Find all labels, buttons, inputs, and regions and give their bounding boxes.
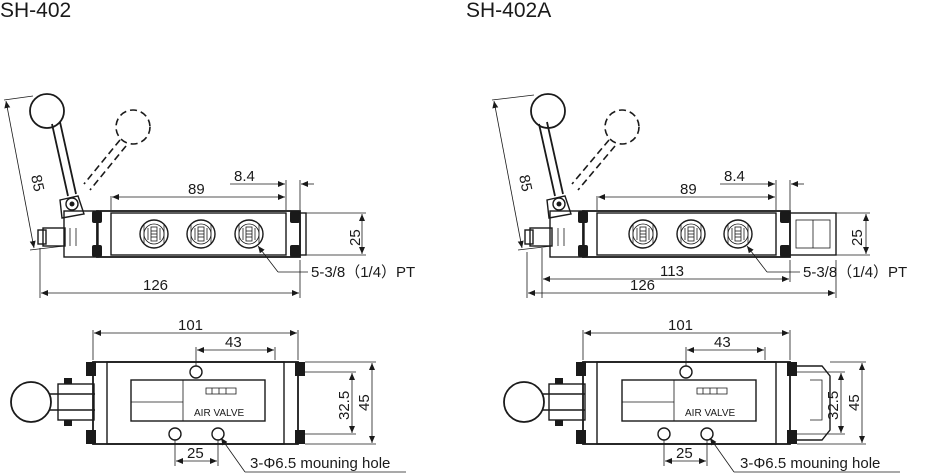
dim-body-length-right: 89 [680, 181, 697, 198]
mounting-hole-icon [168, 427, 182, 441]
port-icon [628, 219, 658, 249]
dim-hole-spacing-left: 43 [225, 334, 242, 351]
port-spec-right: 5-3/8（1/4）PT [803, 264, 907, 281]
port-icon [676, 219, 706, 249]
handle-knob-icon [10, 381, 52, 423]
port-icon [234, 219, 264, 249]
dim-plan-length-left: 101 [178, 317, 203, 334]
mounting-hole-icon [211, 427, 225, 441]
nameplate-right: AIR VALVE [685, 408, 736, 419]
dim-height-right: 25 [849, 229, 866, 246]
side-view-left: 85 89 8.4 25 5-3/8（1/4）PT 126 [3, 93, 415, 298]
port-icon [186, 219, 216, 249]
dim-inner-length-right: 113 [660, 263, 684, 280]
dim-total-length-left: 126 [143, 277, 168, 294]
handle-knob-icon [29, 93, 65, 129]
plan-body-right [582, 361, 791, 445]
model-title-left: SH-402 [0, 0, 71, 22]
dim-plan-length-right: 101 [668, 317, 693, 334]
dim-hole-spacing-right: 43 [714, 334, 731, 351]
port-spec-left: 5-3/8（1/4）PT [311, 264, 415, 281]
model-title-right: SH-402A [466, 0, 551, 22]
handle-knob-icon [530, 93, 566, 129]
mounting-hole-icon [700, 427, 714, 441]
plan-view-left: AIR VALVE 101 43 32.5 45 25 [10, 317, 406, 473]
dim-plan-height-inner-right: 32.5 [825, 391, 842, 420]
handle-alt-position-icon [115, 109, 151, 145]
dim-total-length-right: 126 [630, 277, 655, 294]
dim-handle-length-left: 85 [27, 173, 47, 193]
dim-body-length-left: 89 [188, 181, 205, 198]
handle-knob-icon [503, 381, 545, 423]
handle-alt-position-icon [604, 109, 640, 145]
dim-plan-height-outer-right: 45 [846, 394, 863, 411]
nameplate-left: AIR VALVE [194, 408, 245, 419]
dim-height-left: 25 [347, 229, 364, 246]
dim-end-offset-left: 8.4 [234, 168, 255, 185]
dim-hole-offset-right: 25 [676, 445, 693, 462]
mounting-hole-icon [189, 365, 203, 379]
plan-view-right: AIR VALVE 101 43 32.5 45 25 [503, 317, 900, 473]
valve-body-right [582, 210, 791, 258]
side-view-right: 85 89 8.4 25 5-3/8（1/4）PT 113 126 [491, 93, 907, 298]
mounting-hole-spec-left: 3-Φ6.5 mouning hole [250, 455, 390, 472]
port-icon [139, 219, 169, 249]
mounting-hole-spec-right: 3-Φ6.5 mouning hole [740, 455, 880, 472]
dim-end-offset-right: 8.4 [724, 168, 745, 185]
port-icon [723, 219, 753, 249]
plan-body-left [92, 361, 299, 445]
mounting-hole-icon [657, 427, 671, 441]
dim-handle-length-right: 85 [515, 173, 535, 193]
dim-plan-height-inner-left: 32.5 [336, 391, 353, 420]
dim-plan-height-outer-left: 45 [356, 394, 373, 411]
dim-hole-offset-left: 25 [187, 445, 204, 462]
mounting-hole-icon [679, 365, 693, 379]
